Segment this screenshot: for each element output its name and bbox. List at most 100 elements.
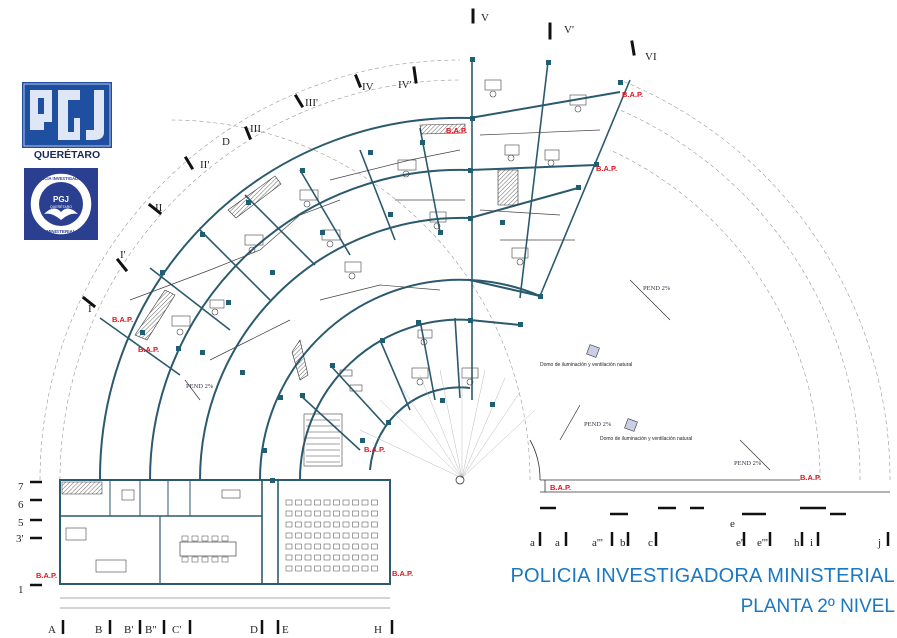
center-fan-lines [359, 368, 536, 479]
classroom-seat [342, 543, 350, 550]
axis-label: e' [736, 537, 743, 549]
axis-label: VI [645, 51, 657, 63]
classroom-seat [314, 554, 321, 561]
axis-label: a [530, 537, 535, 549]
plan-subtitle: PLANTA 2º NIVEL [740, 596, 895, 617]
classroom-seat [361, 543, 369, 550]
bottom-dimension-line [60, 597, 390, 609]
classroom-seat [333, 532, 340, 539]
classroom-seat [342, 565, 350, 572]
axis-label: b [620, 537, 626, 549]
hatched-walls [134, 123, 519, 381]
pgj-logo-text: QUERÉTARO [34, 148, 100, 160]
classroom-seat [333, 565, 340, 572]
classroom-seat [352, 521, 359, 528]
pim-logo-graphic: PGJ QUERÉTARO POLICIA INVESTIGADORA MINI… [24, 168, 98, 240]
axis-label: B'' [145, 624, 156, 636]
bap-label: B.A.P. [596, 164, 617, 173]
classroom-seat [323, 510, 331, 517]
axis-label: III [250, 123, 261, 135]
classroom-seat [361, 565, 369, 572]
policia-investigadora-logo: PGJ QUERÉTARO POLICIA INVESTIGADORA MINI… [24, 168, 98, 240]
axis-label: 5 [18, 517, 24, 529]
classroom-seat [352, 565, 359, 572]
arc-stair [303, 413, 343, 467]
pim-center-sub: QUERÉTARO [50, 204, 72, 209]
right-axis-labels: a a a''' b c e e' e''' h i j [530, 518, 881, 549]
bap-label: B.A.P. [446, 126, 467, 135]
outer-dim-arcs [39, 59, 891, 481]
classroom-seating [285, 499, 378, 572]
slope-label: PEND 2% [734, 460, 762, 467]
axis-label: e''' [757, 537, 768, 549]
bap-label: B.A.P. [392, 569, 413, 578]
classroom-seat [361, 532, 369, 539]
axis-label: V [481, 12, 489, 24]
radial-axis-ticks [81, 8, 636, 309]
classroom-seat [295, 565, 302, 572]
classroom-seat [314, 532, 321, 539]
dome-note: Domo de iluminación y ventilación natura… [540, 362, 632, 368]
furniture [171, 79, 587, 392]
classroom-seat [295, 543, 302, 550]
columns [140, 57, 623, 483]
classroom-seat [371, 499, 378, 506]
pgj-logo-graphic: QUERÉTARO [22, 82, 112, 161]
pim-top-text: POLICIA INVESTIGADORA [35, 176, 88, 181]
axis-label: B' [124, 624, 133, 636]
bap-label: B.A.P. [550, 483, 571, 492]
classroom-seat [352, 499, 359, 506]
classroom-seat [285, 510, 293, 517]
slope-labels: PEND 2% PEND 2% PEND 2% PEND 2% [186, 285, 762, 467]
plan-title: POLICIA INVESTIGADORA MINISTERIAL [510, 565, 895, 587]
axis-label: i [810, 537, 813, 549]
bottom-axis-labels: A B B' B'' C' D E H [48, 624, 382, 636]
axis-label: III' [305, 97, 318, 109]
radial-walls [99, 60, 631, 451]
skylight-domes [586, 344, 638, 432]
pim-bottom-text: MINISTERIAL [46, 229, 76, 234]
axis-label: A [48, 624, 56, 636]
classroom-seat [371, 565, 378, 572]
pgj-queretaro-logo: QUERÉTARO [22, 82, 112, 161]
classroom-seat [371, 543, 378, 550]
classroom-seat [304, 543, 312, 550]
bottom-axis-ticks [61, 620, 394, 634]
right-dim-dashes [540, 506, 846, 516]
bap-label: B.A.P. [138, 345, 159, 354]
classroom-seat [333, 554, 340, 561]
classroom-seat [323, 521, 331, 528]
axis-label: V' [564, 24, 574, 36]
axis-label: c [648, 537, 653, 549]
classroom-seat [285, 554, 293, 561]
slope-label: PEND 2% [584, 421, 612, 428]
axis-label: B [95, 624, 102, 636]
classroom-seat [304, 499, 312, 506]
classroom-seat [304, 565, 312, 572]
axis-label: C' [172, 624, 181, 636]
bap-label: B.A.P. [36, 571, 57, 580]
slope-label: PEND 2% [643, 285, 671, 292]
axis-label: a''' [592, 537, 603, 549]
bap-label: B.A.P. [622, 90, 643, 99]
axis-label: h [794, 537, 800, 549]
classroom-seat [285, 565, 293, 572]
classroom-seat [361, 510, 369, 517]
left-axis-labels: 7 6 5 3' 1 [16, 481, 24, 596]
classroom-seat [323, 565, 331, 572]
classroom-seat [314, 543, 321, 550]
bap-label: B.A.P. [364, 445, 385, 454]
axis-label: II [155, 202, 163, 214]
classroom-seat [342, 521, 350, 528]
bap-labels: B.A.P. B.A.P. B.A.P. B.A.P. B.A.P. B.A.P… [36, 90, 821, 580]
classroom-seat [295, 499, 302, 506]
classroom-seat [361, 499, 369, 506]
classroom-seat [304, 510, 312, 517]
classroom-seat [323, 554, 331, 561]
axis-label: e [730, 518, 735, 530]
axis-label: I [88, 303, 92, 315]
classroom-seat [304, 554, 312, 561]
axis-label: II' [200, 159, 209, 171]
bap-label: B.A.P. [800, 473, 821, 482]
axis-label: D [250, 624, 258, 636]
